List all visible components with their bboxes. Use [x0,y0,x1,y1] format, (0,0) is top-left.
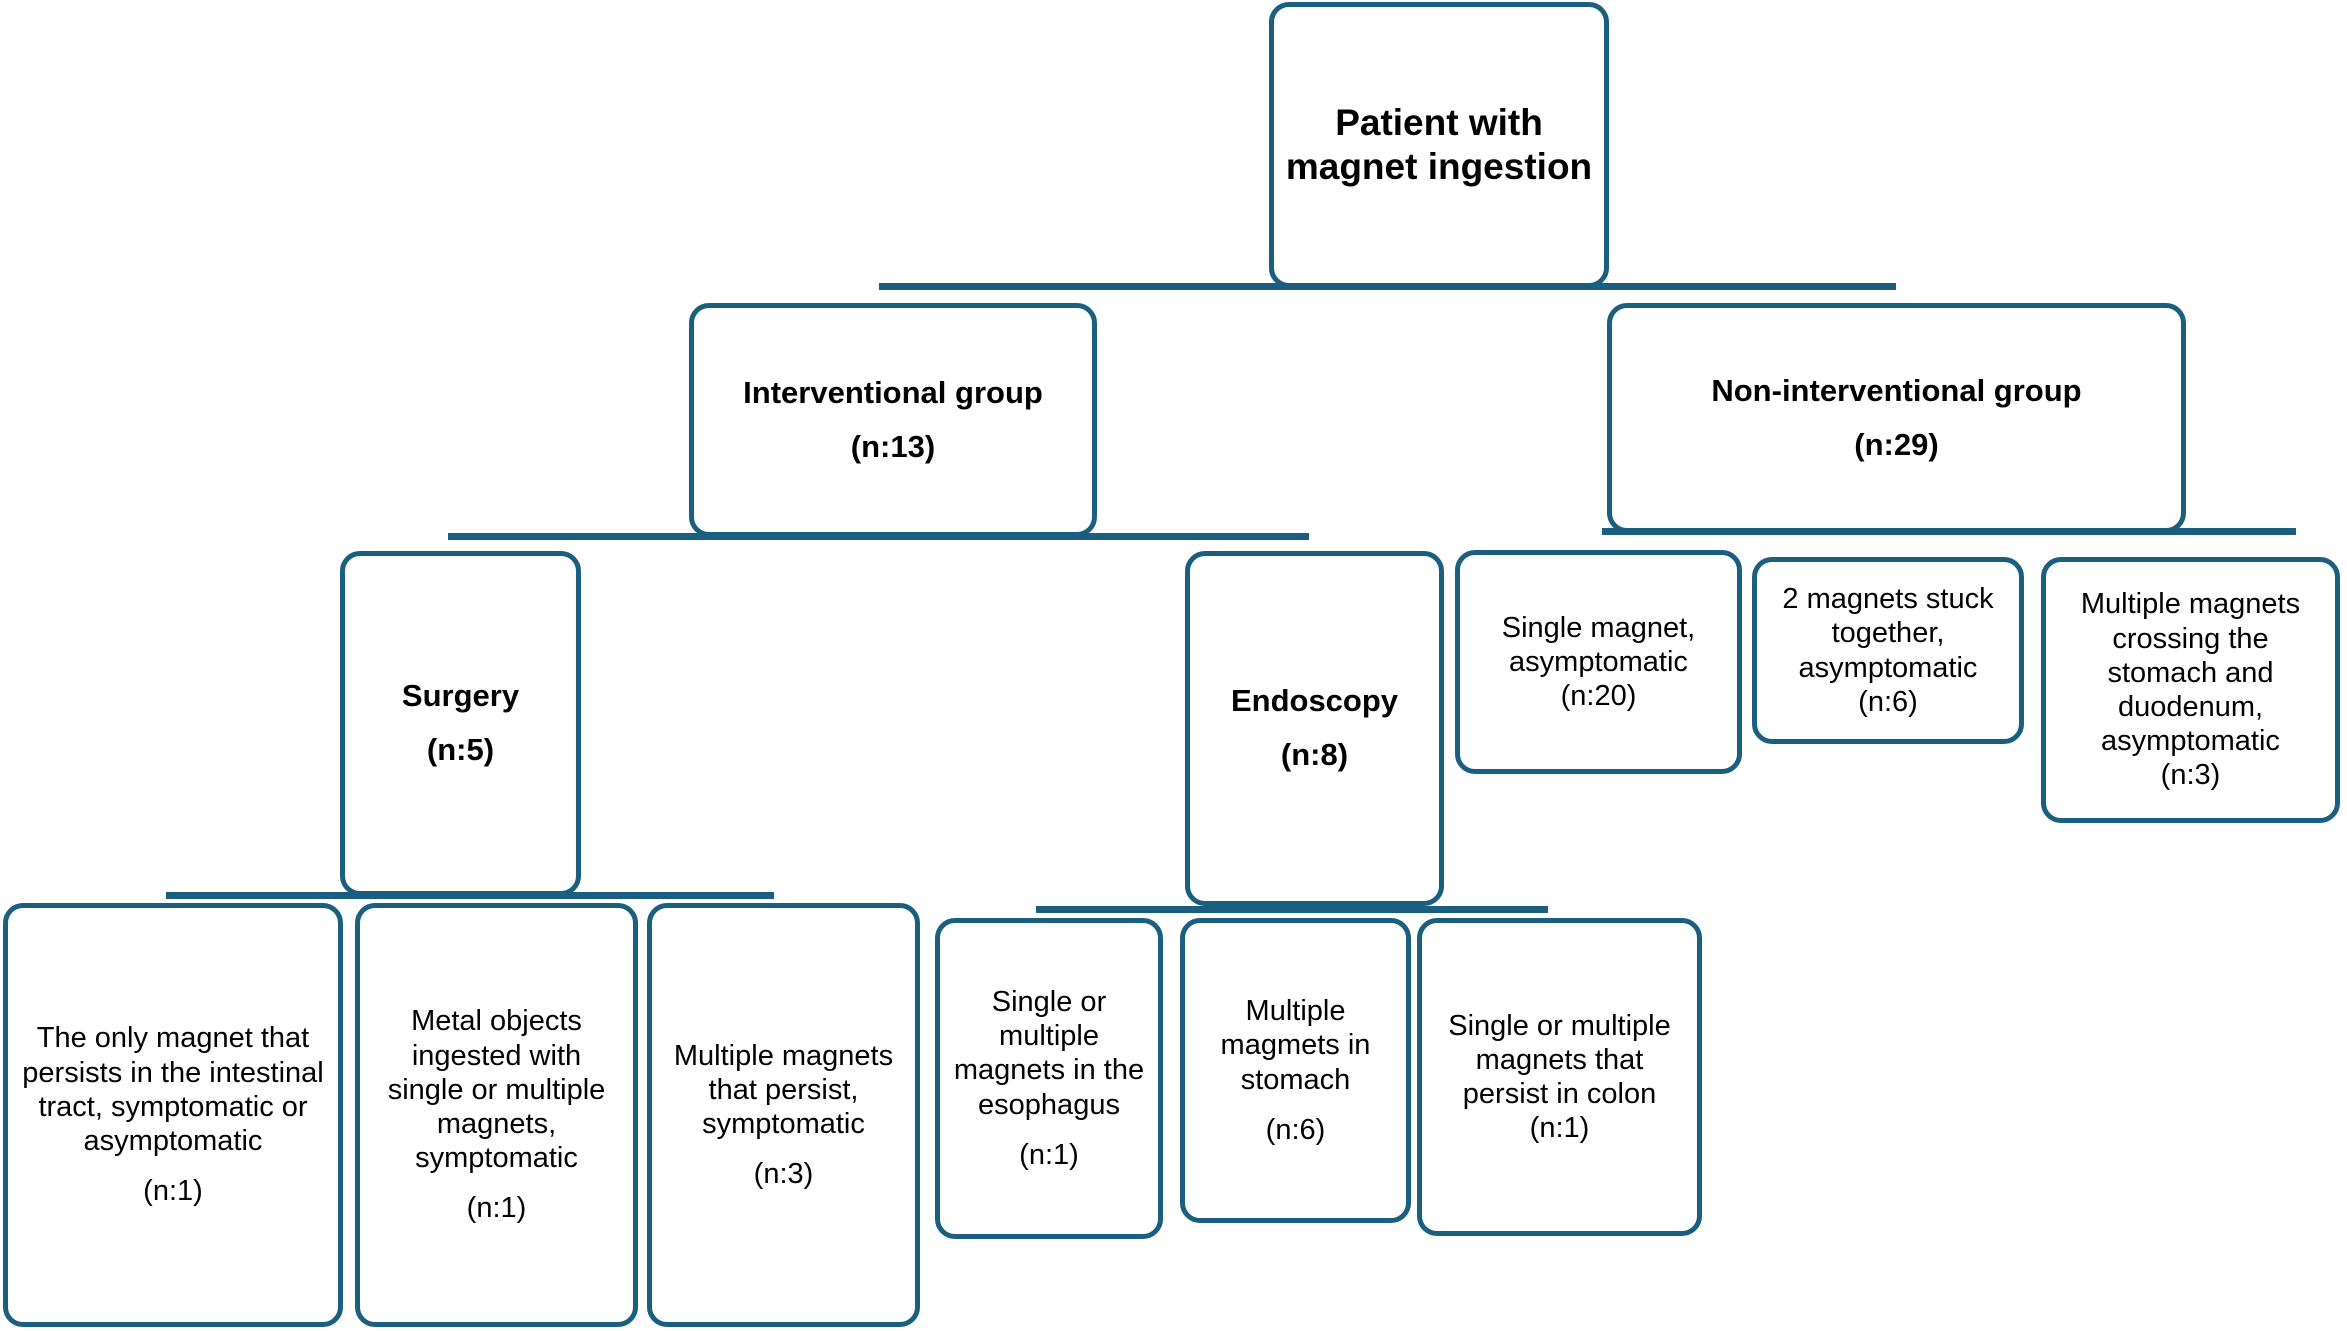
node-endoscopy-esophagus-count: (n:1) [1019,1138,1079,1171]
node-ni-single-magnet-label: Single magnet, asymptomatic [1501,611,1696,678]
node-endoscopy-label: Endoscopy [1230,683,1399,719]
node-ni-two-magnets-stuck-count: (n:6) [1858,685,1918,718]
node-non-interventional-label: Non-interventional group [1711,372,2082,408]
node-surgery-multiple-persist-label: Multiple magnets that persist, symptomat… [673,1039,894,1141]
node-interventional-label: Interventional group [743,374,1043,410]
node-endoscopy-colon-label: Single or multiple magnets that persist … [1448,1009,1671,1110]
node-ni-single-magnet[interactable]: Single magnet, asymptomatic (n:20) [1455,550,1742,774]
node-surgery-metal-objects[interactable]: Metal objects ingested with single or mu… [355,903,638,1327]
node-endoscopy-stomach[interactable]: Multiple magmets in stomach (n:6) [1180,918,1411,1223]
node-endoscopy[interactable]: Endoscopy (n:8) [1185,551,1444,906]
node-surgery[interactable]: Surgery (n:5) [340,551,581,896]
node-endoscopy-esophagus-label: Single or multiple magnets in the esopha… [953,985,1145,1121]
node-endoscopy-esophagus[interactable]: Single or multiple magnets in the esopha… [935,918,1163,1239]
node-non-interventional-group[interactable]: Non-interventional group (n:29) [1607,303,2186,533]
node-surgery-only-magnet-label: The only magnet that persists in the int… [22,1022,324,1158]
node-endoscopy-stomach-label: Multiple magmets in stomach [1220,995,1371,1096]
node-ni-single-magnet-count: (n:20) [1560,680,1637,713]
node-surgery-only-magnet[interactable]: The only magnet that persists in the int… [3,903,343,1327]
node-ni-two-magnets-stuck-label: 2 magnets stuck together, asymptomatic [1782,583,1994,684]
node-endoscopy-stomach-count: (n:6) [1265,1113,1326,1146]
node-root[interactable]: Patient with magnet ingestion [1269,2,1609,288]
node-surgery-only-magnet-count: (n:1) [143,1175,203,1208]
node-endoscopy-colon-count: (n:1) [1529,1112,1590,1145]
connector-stub-endoscopy [1288,901,1295,913]
node-ni-two-magnets-stuck[interactable]: 2 magnets stuck together, asymptomatic (… [1752,557,2024,744]
node-endoscopy-count: (n:8) [1280,737,1349,773]
node-interventional-count: (n:13) [850,428,936,464]
node-surgery-multiple-persist-count: (n:3) [753,1158,814,1191]
node-ni-multiple-magnets-crossing-label: Multiple magnets crossing the stomach an… [2080,588,2301,758]
node-surgery-count: (n:5) [426,732,495,768]
node-surgery-multiple-persist[interactable]: Multiple magnets that persist, symptomat… [647,903,920,1327]
node-surgery-metal-objects-label: Metal objects ingested with single or mu… [387,1005,606,1175]
node-surgery-metal-objects-count: (n:1) [466,1192,527,1225]
node-root-label: Patient with magnet ingestion [1285,102,1593,187]
node-ni-multiple-magnets-crossing[interactable]: Multiple magnets crossing the stomach an… [2041,557,2340,823]
node-endoscopy-colon[interactable]: Single or multiple magnets that persist … [1417,918,1702,1236]
node-non-interventional-count: (n:29) [1854,426,1939,462]
node-interventional-group[interactable]: Interventional group (n:13) [689,303,1097,537]
node-surgery-label: Surgery [401,678,520,714]
node-ni-multiple-magnets-crossing-count: (n:3) [2160,759,2221,792]
